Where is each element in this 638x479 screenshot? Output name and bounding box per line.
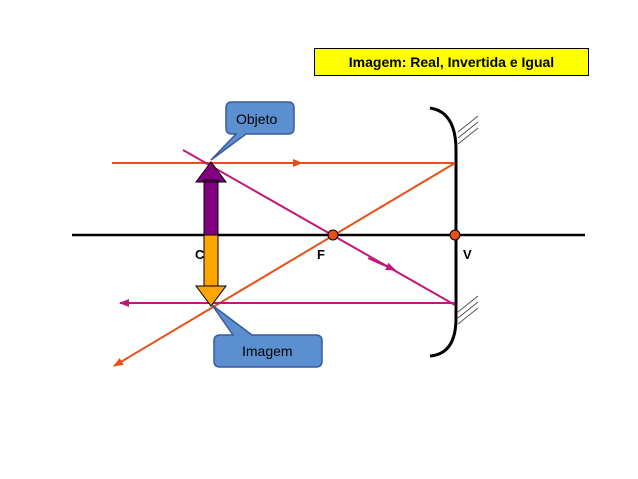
image-callout-label: Imagem — [242, 343, 293, 359]
diagram-title: Imagem: Real, Invertida e Igual — [314, 48, 589, 76]
ray-through-focus-arrow — [367, 257, 396, 271]
image-callout: Imagem — [211, 304, 323, 368]
image-arrow — [195, 234, 227, 307]
object-callout-label: Objeto — [236, 111, 277, 127]
ray-reflected-through-focus — [113, 162, 456, 367]
object-callout: Objeto — [210, 101, 295, 161]
label-c: C — [195, 247, 205, 262]
label-v: V — [463, 247, 472, 262]
focus-point — [327, 229, 339, 241]
vertex-point — [449, 229, 461, 241]
ray-through-focus-incident — [182, 149, 456, 306]
mirror-hatching — [457, 115, 479, 325]
label-f: F — [317, 247, 325, 262]
